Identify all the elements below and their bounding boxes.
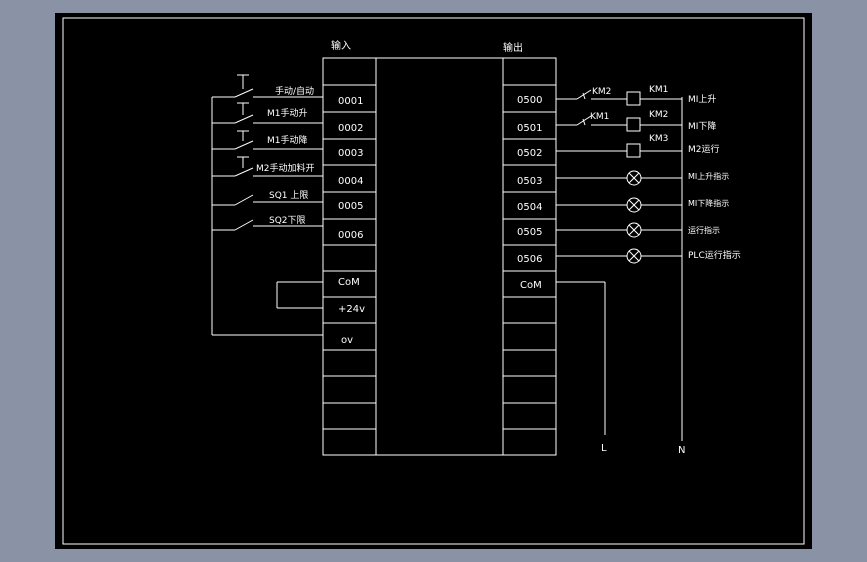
switch-label-1: 手动/自动 (275, 85, 314, 97)
output-address-1: 0500 (517, 95, 542, 106)
lamp-4 (626, 248, 642, 264)
interlock-contact-km1 (576, 115, 592, 126)
contact-label-km1: KM1 (590, 112, 609, 122)
output-address-6: 0505 (517, 227, 542, 238)
supply-label-n: N (678, 445, 685, 456)
interlock-contact-km2 (576, 89, 592, 100)
output-header: 输出 (503, 41, 523, 54)
drawing-border (62, 17, 805, 545)
switch-label-4: M2手动加料开 (256, 162, 315, 174)
coil-label-km2: KM2 (649, 110, 668, 120)
load-label-6: 运行指示 (688, 225, 720, 235)
input-address-3: 0003 (338, 148, 363, 159)
output-address-7: 0506 (517, 254, 542, 265)
switch-label-5: SQ1 上限 (269, 190, 308, 201)
pushbutton-switch-4 (234, 156, 254, 177)
input-terminal-column (322, 57, 377, 456)
load-label-1: MI上升 (688, 94, 716, 105)
output-address-3: 0502 (517, 148, 542, 159)
drawing-canvas: 输入 输出 0001 0002 0003 0004 0005 0006 CoM … (55, 13, 812, 549)
limit-switch-sq1 (234, 194, 254, 206)
output-com-label: CoM (520, 280, 542, 291)
plc-body (375, 57, 504, 456)
input-address-1: 0001 (338, 96, 363, 107)
pushbutton-switch-1 (234, 74, 255, 98)
lamp-2 (626, 197, 642, 213)
input-com-label: CoM (338, 277, 360, 288)
load-label-5: MI下降指示 (688, 198, 729, 208)
input-24v-label: +24v (338, 304, 365, 315)
pushbutton-switch-3 (234, 130, 254, 150)
output-address-2: 0501 (517, 123, 542, 134)
limit-switch-sq2 (234, 219, 254, 231)
coil-label-km1: KM1 (649, 85, 668, 95)
pushbutton-switch-2 (234, 102, 254, 124)
coil-km1 (626, 91, 641, 106)
load-label-4: MI上升指示 (688, 171, 729, 181)
coil-km2 (626, 117, 641, 132)
supply-label-l: L (601, 443, 607, 454)
input-address-4: 0004 (338, 176, 363, 187)
input-address-6: 0006 (338, 230, 363, 241)
output-address-5: 0504 (517, 202, 542, 213)
switch-label-2: M1手动升 (267, 107, 308, 119)
lamp-1 (626, 170, 642, 186)
switch-label-6: SQ2下限 (269, 215, 306, 226)
input-address-2: 0002 (338, 123, 363, 134)
load-label-2: MI下降 (688, 120, 716, 132)
output-address-4: 0503 (517, 176, 542, 187)
input-0v-label: ov (341, 335, 353, 346)
load-label-3: M2运行 (688, 143, 720, 155)
input-header: 输入 (331, 39, 351, 52)
load-label-7: PLC运行指示 (688, 249, 741, 261)
switch-label-3: M1手动降 (267, 134, 308, 146)
lamp-3 (626, 222, 642, 238)
coil-km3 (626, 143, 641, 158)
coil-label-km3: KM3 (649, 134, 668, 144)
plc-wiring-diagram: 输入 输出 0001 0002 0003 0004 0005 0006 CoM … (62, 17, 805, 545)
contact-label-km2: KM2 (592, 87, 611, 97)
input-address-5: 0005 (338, 201, 363, 212)
